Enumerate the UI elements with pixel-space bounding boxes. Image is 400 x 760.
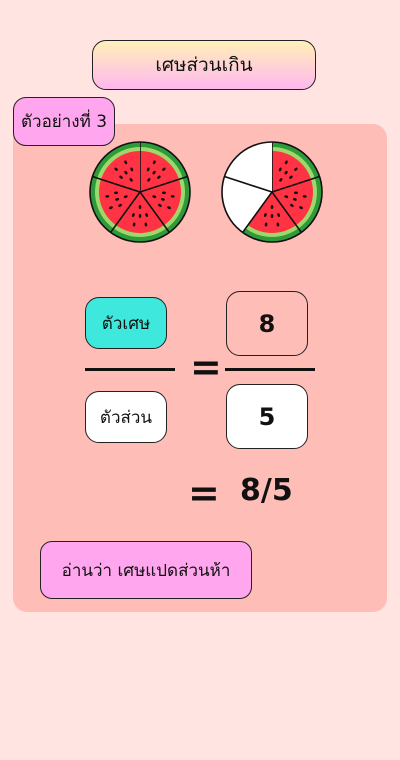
watermelon-slice xyxy=(90,176,141,233)
watermelon-slice xyxy=(271,175,322,233)
numerator-box: 8 xyxy=(226,291,308,356)
result-equals-sign: = xyxy=(188,471,220,515)
watermelon-slice xyxy=(139,175,190,233)
watermelon-slice xyxy=(242,191,303,242)
equals-sign: = xyxy=(190,345,222,389)
watermelon-slice xyxy=(92,142,141,193)
watermelon-whole-icon xyxy=(89,141,191,243)
page-title: เศษส่วนเกิน xyxy=(92,40,316,90)
watermelon-partial-icon xyxy=(221,141,323,243)
denominator-label-box: ตัวส่วน xyxy=(85,391,167,443)
example-card xyxy=(13,124,387,612)
watermelon-slice xyxy=(222,176,273,233)
watermelon-slice xyxy=(110,191,171,242)
numerator-label-box: ตัวเศษ xyxy=(85,297,167,349)
result-value: 8/5 xyxy=(240,473,293,508)
example-label: ตัวอย่างที่ 3 xyxy=(13,97,115,146)
read-as-box: อ่านว่า เศษแปดส่วนห้า xyxy=(40,541,252,599)
denominator-box: 5 xyxy=(226,384,308,449)
watermelon-slice xyxy=(224,142,273,193)
left-fraction-line xyxy=(85,368,175,371)
right-fraction-line xyxy=(225,368,315,371)
